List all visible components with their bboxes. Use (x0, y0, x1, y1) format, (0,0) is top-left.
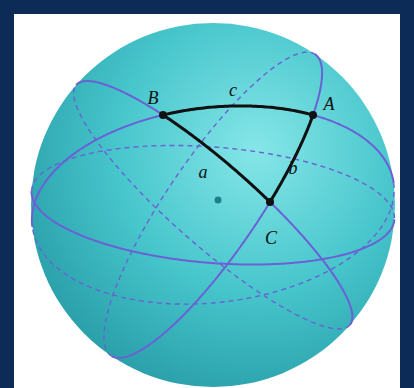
triangle-side (163, 106, 313, 115)
sphere (31, 23, 395, 387)
center-dot (215, 197, 222, 204)
side-label: c (229, 81, 237, 99)
vertex-label: B (148, 89, 159, 107)
vertex-label: A (324, 95, 335, 113)
great-circle-front (163, 115, 352, 325)
great-circle-front (32, 190, 395, 264)
great-circle-front (313, 54, 322, 115)
side-label: b (289, 159, 298, 177)
great-circle-back (74, 85, 350, 329)
vertex-dot (309, 111, 317, 119)
vertex-dot (159, 111, 167, 119)
great-circle-front (163, 106, 394, 183)
triangle-side (163, 115, 270, 202)
great-circles (32, 52, 395, 358)
great-circle-front (111, 115, 313, 358)
great-circle-front (32, 115, 163, 227)
great-circle-front (76, 81, 163, 115)
great-circle-back (32, 145, 395, 219)
vertex-dot (266, 198, 274, 206)
triangle-side (270, 115, 313, 202)
triangle-sides (163, 106, 313, 202)
vertex-label: C (265, 229, 277, 247)
side-label: a (199, 163, 208, 181)
